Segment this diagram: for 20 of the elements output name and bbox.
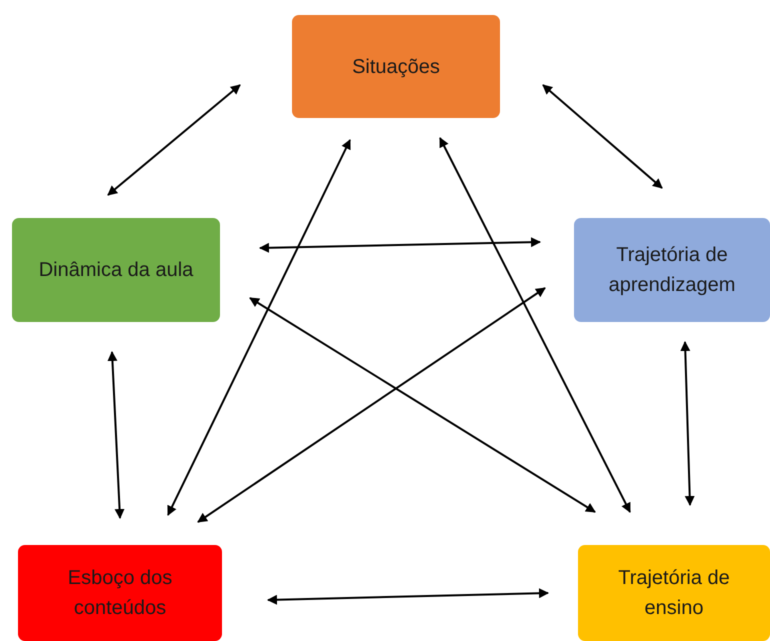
process-box <box>578 545 770 641</box>
double-arrow <box>680 341 695 506</box>
double-arrow <box>259 237 541 253</box>
box-label: Situações <box>352 54 440 80</box>
double-arrow <box>107 84 241 196</box>
box-label: Esboço dos conteúdos <box>66 566 174 621</box>
double-arrow <box>542 84 663 189</box>
double-arrow <box>267 588 549 605</box>
process-box <box>12 218 220 322</box>
process-box <box>18 545 222 641</box>
double-arrow <box>439 137 631 513</box>
box-label: Trajetória de aprendizagem <box>608 243 736 298</box>
box-label: Trajetória de ensino <box>617 566 731 621</box>
box-label: Dinâmica da aula <box>38 258 194 283</box>
double-arrow <box>249 297 596 513</box>
double-arrow <box>197 287 546 523</box>
double-arrow <box>107 351 125 519</box>
process-box <box>292 15 500 118</box>
process-box <box>574 218 770 322</box>
double-arrow <box>167 139 351 516</box>
